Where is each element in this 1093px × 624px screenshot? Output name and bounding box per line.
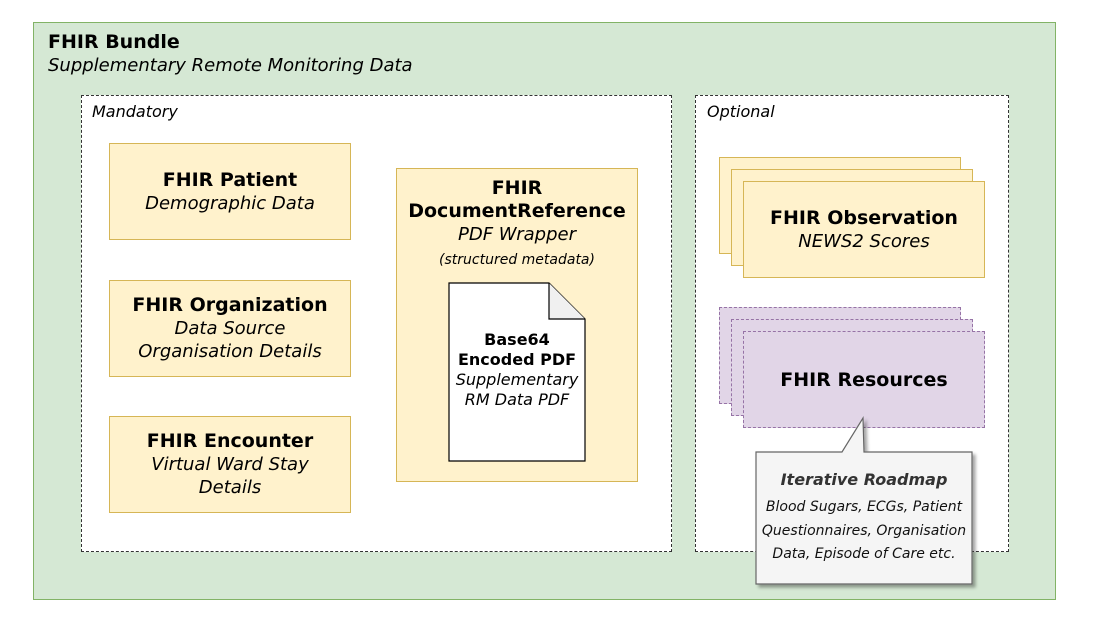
pdf-line2: Encoded PDF bbox=[457, 350, 577, 369]
document-reference-title-line1: FHIR bbox=[491, 177, 543, 199]
document-reference-subtitle: PDF Wrapper bbox=[457, 224, 577, 245]
optional-label: Optional bbox=[707, 102, 775, 121]
observation-subtitle: NEWS2 Scores bbox=[798, 230, 930, 252]
roadmap-callout bbox=[755, 415, 973, 585]
patient-title: FHIR Patient bbox=[162, 168, 298, 191]
patient-subtitle: Demographic Data bbox=[145, 192, 315, 214]
fhir-patient-box: FHIR Patient Demographic Data bbox=[109, 143, 351, 240]
mandatory-label: Mandatory bbox=[92, 102, 178, 121]
resources-title: FHIR Resources bbox=[780, 368, 948, 391]
encounter-subtitle: Virtual Ward Stay Details bbox=[151, 454, 309, 498]
organization-subtitle: Data Source Organisation Details bbox=[138, 318, 322, 362]
pdf-document-icon bbox=[448, 282, 586, 462]
bundle-subtitle: Supplementary Remote Monitoring Data bbox=[48, 55, 413, 76]
fhir-organization-box: FHIR Organization Data Source Organisati… bbox=[109, 280, 351, 377]
fhir-observation-box: FHIR Observation NEWS2 Scores bbox=[743, 181, 985, 278]
bundle-title: FHIR Bundle bbox=[48, 31, 180, 53]
pdf-line1: Base64 bbox=[484, 330, 550, 349]
roadmap-title: Iterative Roadmap bbox=[780, 470, 948, 489]
document-reference-title-line2: DocumentReference bbox=[408, 200, 626, 222]
organization-title: FHIR Organization bbox=[132, 294, 328, 316]
document-reference-meta: (structured metadata) bbox=[439, 252, 595, 268]
encounter-title: FHIR Encounter bbox=[146, 430, 314, 452]
pdf-line3: Supplementary bbox=[455, 370, 579, 389]
fhir-resources-box: FHIR Resources bbox=[743, 331, 985, 428]
observation-title: FHIR Observation bbox=[770, 206, 958, 229]
document-reference-title: FHIR DocumentReference bbox=[396, 177, 638, 223]
pdf-line4: RM Data PDF bbox=[464, 390, 570, 409]
roadmap-body: Blood Sugars, ECGs, Patient Questionnair… bbox=[761, 499, 967, 562]
fhir-encounter-box: FHIR Encounter Virtual Ward Stay Details bbox=[109, 416, 351, 513]
pdf-label: Base64 Encoded PDF Supplementary RM Data… bbox=[448, 330, 586, 410]
